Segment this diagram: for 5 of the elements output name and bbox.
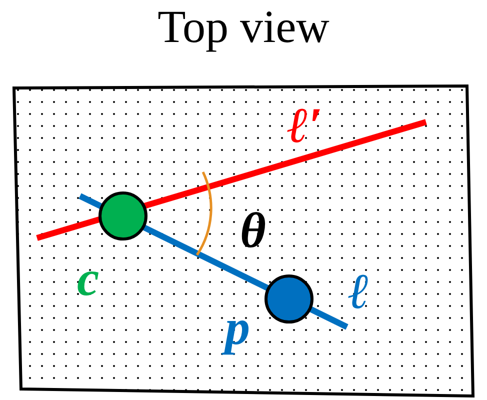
line-label: ℓ bbox=[348, 266, 370, 316]
point-label: c bbox=[77, 253, 100, 303]
line-label: ℓ′ bbox=[287, 100, 322, 150]
title: Top view bbox=[156, 4, 330, 50]
angle-label: θ bbox=[240, 205, 266, 255]
